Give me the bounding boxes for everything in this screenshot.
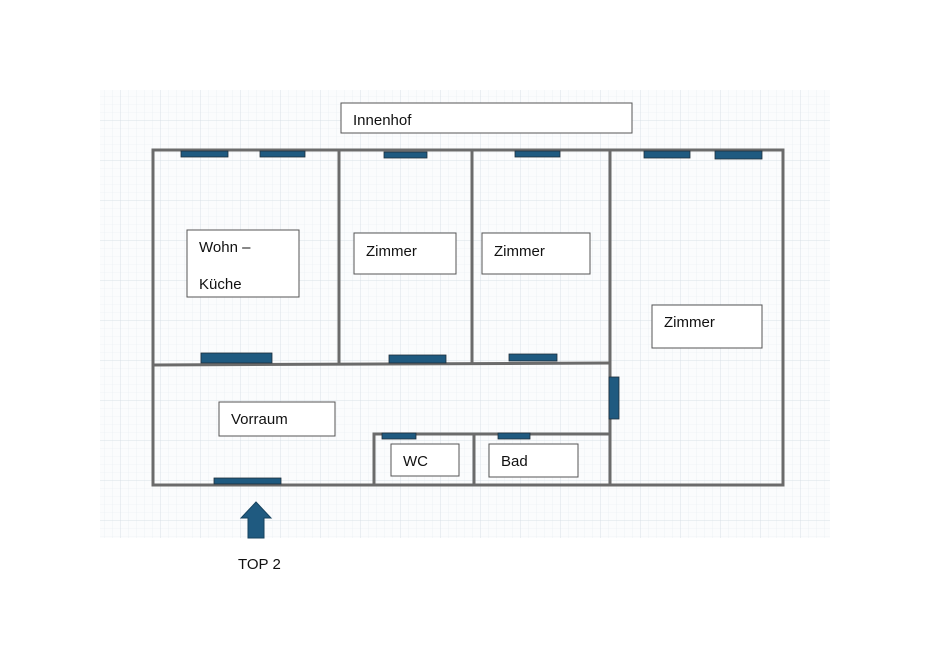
- arrow-up-icon: [239, 501, 273, 539]
- door: [200, 352, 273, 364]
- courtyard-label: Innenhof: [353, 112, 412, 129]
- room-b-label-box: [481, 232, 591, 275]
- window: [383, 151, 428, 159]
- room-c-label: Zimmer: [664, 314, 715, 331]
- room-b-label: Zimmer: [494, 243, 545, 260]
- toilet-label-box: [390, 443, 460, 477]
- entrance-door: [213, 477, 282, 485]
- living-kitchen-label-box: [186, 229, 300, 298]
- window: [643, 150, 691, 159]
- openings: [180, 150, 763, 485]
- outer-wall: [151, 148, 785, 487]
- walls: [151, 148, 785, 487]
- living-kitchen-label-line2: Küche: [199, 276, 242, 293]
- courtyard-label-box: [340, 102, 633, 134]
- window: [180, 150, 229, 158]
- window: [259, 150, 306, 158]
- door: [388, 354, 447, 364]
- bathroom-label: Bad: [501, 453, 528, 470]
- hallway-label: Vorraum: [231, 411, 288, 428]
- wall-rooms-hallway: [151, 361, 612, 367]
- hallway-label-box: [218, 401, 336, 437]
- door: [608, 376, 620, 420]
- entrance-label: TOP 2: [238, 556, 281, 573]
- room-c-label-box: [651, 304, 763, 349]
- room-a-label: Zimmer: [366, 243, 417, 260]
- bathroom-label-box: [488, 443, 579, 478]
- window: [714, 150, 763, 160]
- toilet-label: WC: [403, 453, 428, 470]
- door: [497, 432, 531, 440]
- window: [514, 150, 561, 158]
- room-a-label-box: [353, 232, 457, 275]
- door: [508, 353, 558, 362]
- door: [381, 432, 417, 440]
- living-kitchen-label-line1: Wohn –: [199, 239, 251, 256]
